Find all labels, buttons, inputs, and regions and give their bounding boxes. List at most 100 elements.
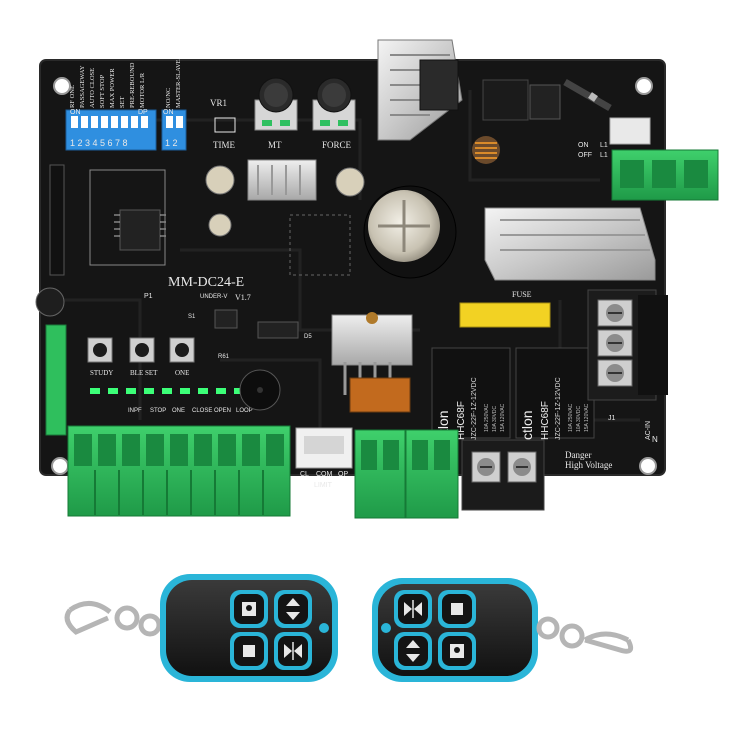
diode bbox=[563, 78, 612, 112]
remote-left-button-open-close bbox=[274, 590, 312, 628]
heatsink-right bbox=[484, 207, 656, 281]
svg-text:10A 30VDC: 10A 30VDC bbox=[492, 405, 498, 432]
relay-2: ctlon HHC68F JZC-22F-1Z-12VDC 10A 250VAC… bbox=[515, 347, 595, 440]
label-r61: R61 bbox=[218, 354, 230, 360]
mcu-chip bbox=[119, 209, 161, 251]
terminal-block-power bbox=[611, 149, 719, 201]
left-header bbox=[49, 164, 65, 276]
svg-text:ON: ON bbox=[578, 142, 589, 149]
dip-fn-1: PASSAGEWAY bbox=[79, 65, 86, 108]
terminal-block-motor-1 bbox=[354, 429, 406, 519]
dip-switch-left: ON DP 1 2 3 4 5 6 7 8 bbox=[65, 109, 157, 151]
regulator-chip bbox=[482, 79, 529, 121]
svg-text:COM: COM bbox=[316, 471, 333, 478]
label-d5: D5 bbox=[304, 334, 312, 340]
label-danger: Danger bbox=[565, 450, 592, 460]
label-fuse: FUSE bbox=[512, 290, 532, 299]
remote-right-button-lock bbox=[438, 632, 476, 670]
label-under-v: UNDER-V bbox=[200, 294, 227, 300]
keychain-right bbox=[536, 616, 634, 654]
label-time: TIME bbox=[213, 140, 235, 150]
remote-right-button-open-close bbox=[394, 632, 432, 670]
dip-right-numbers: 1 2 bbox=[165, 138, 178, 148]
potentiometer-mt bbox=[254, 77, 298, 131]
svg-text:L1: L1 bbox=[600, 152, 608, 159]
svg-text:CL: CL bbox=[300, 471, 309, 478]
dip-left-on: ON bbox=[70, 109, 81, 116]
svg-text:STOP: STOP bbox=[150, 408, 166, 414]
svg-text:10A 30VDC: 10A 30VDC bbox=[576, 405, 582, 432]
remote-left-button-open-arrows bbox=[274, 632, 312, 670]
dip-left-dp: DP bbox=[138, 109, 148, 116]
svg-text:HHC68F: HHC68F bbox=[456, 401, 467, 440]
label-vr1: VR1 bbox=[210, 98, 227, 108]
remote-left bbox=[160, 574, 338, 682]
dip-fn-0: RF ONE bbox=[69, 85, 76, 108]
capacitors-small bbox=[205, 165, 365, 237]
dip-fn-5: SET bbox=[119, 96, 126, 108]
dip-left-numbers: 1 2 3 4 5 6 7 8 bbox=[70, 138, 128, 148]
svg-text:OP: OP bbox=[338, 471, 348, 478]
terminal-block-io bbox=[67, 425, 291, 517]
label-force: FORCE bbox=[322, 140, 352, 150]
dip-fn-9: MASTER-SLAVE bbox=[175, 59, 182, 108]
remote-right-button-open-arrows bbox=[394, 590, 432, 628]
label-p1: P1 bbox=[144, 293, 153, 300]
inductor bbox=[472, 136, 500, 164]
dip-fn-8: NO/NC bbox=[165, 88, 172, 108]
svg-text:ctlon: ctlon bbox=[519, 410, 535, 440]
dip-function-labels: RF ONE PASSAGEWAY AUTO CLOSE SOFT STOP M… bbox=[69, 59, 182, 108]
screw-terminals-right bbox=[587, 289, 668, 401]
potentiometer-force bbox=[312, 77, 356, 131]
label-high-voltage: High Voltage bbox=[565, 460, 612, 470]
small-chip bbox=[529, 84, 561, 120]
push-button-study bbox=[87, 337, 113, 363]
remote-right-button-stop bbox=[438, 590, 476, 628]
svg-text:LOOP: LOOP bbox=[236, 408, 253, 414]
label-study: STUDY bbox=[90, 369, 113, 377]
push-button-ble-set bbox=[129, 337, 155, 363]
label-mt: MT bbox=[268, 140, 282, 150]
terminal-block-motor-2 bbox=[405, 429, 459, 519]
svg-text:OPEN: OPEN bbox=[214, 408, 231, 414]
svg-text:OFF: OFF bbox=[578, 152, 592, 159]
fuse bbox=[459, 302, 551, 328]
remote-left-button-stop bbox=[230, 632, 268, 670]
ble-module bbox=[45, 324, 67, 436]
svg-text:INPF: INPF bbox=[128, 408, 142, 414]
svg-text:L1: L1 bbox=[600, 142, 608, 149]
label-ac-in: AC-IN bbox=[645, 421, 652, 440]
svg-text:ONE: ONE bbox=[172, 408, 185, 414]
mount-hole-tr bbox=[635, 77, 653, 95]
svg-text:JZC-22F-1Z-12VDC: JZC-22F-1Z-12VDC bbox=[555, 377, 562, 440]
heatsink-top bbox=[377, 39, 463, 141]
board-version: V1.7 bbox=[235, 293, 251, 302]
orange-component bbox=[349, 377, 411, 413]
dip-switch-right: ON 1 2 bbox=[161, 109, 187, 151]
label-n: N bbox=[652, 435, 658, 444]
dip-fn-4: MAX POWER bbox=[109, 68, 116, 108]
heatsink-middle bbox=[247, 159, 317, 201]
rf-module-outline bbox=[89, 169, 166, 266]
svg-text:15A 120VAC: 15A 120VAC bbox=[584, 403, 590, 432]
label-one: ONE bbox=[175, 369, 189, 377]
capacitor-large bbox=[363, 185, 457, 279]
svg-text:JZC-22F-1Z-12VDC: JZC-22F-1Z-12VDC bbox=[471, 377, 478, 440]
svg-text:10A 250VAC: 10A 250VAC bbox=[568, 403, 574, 432]
svg-text:10A 250VAC: 10A 250VAC bbox=[484, 403, 490, 432]
keychain-left bbox=[64, 601, 162, 637]
time-trimmer bbox=[214, 117, 236, 133]
relay-1: ctlon HHC68F JZC-22F-1Z-12VDC 10A 250VAC… bbox=[431, 347, 511, 440]
white-connector bbox=[609, 117, 651, 145]
remote-right bbox=[372, 578, 538, 682]
limit-connector: CL COM OP LIMIT bbox=[295, 427, 353, 489]
board-model: MM-DC24-E bbox=[168, 275, 244, 290]
dip-right-on: ON bbox=[163, 109, 174, 116]
label-s1: S1 bbox=[188, 314, 196, 320]
svg-text:LIMIT: LIMIT bbox=[314, 482, 333, 489]
push-button-one bbox=[169, 337, 195, 363]
mount-hole-bl bbox=[51, 457, 69, 475]
label-j1: J1 bbox=[608, 415, 616, 422]
label-ble-set: BLE SET bbox=[130, 369, 158, 377]
